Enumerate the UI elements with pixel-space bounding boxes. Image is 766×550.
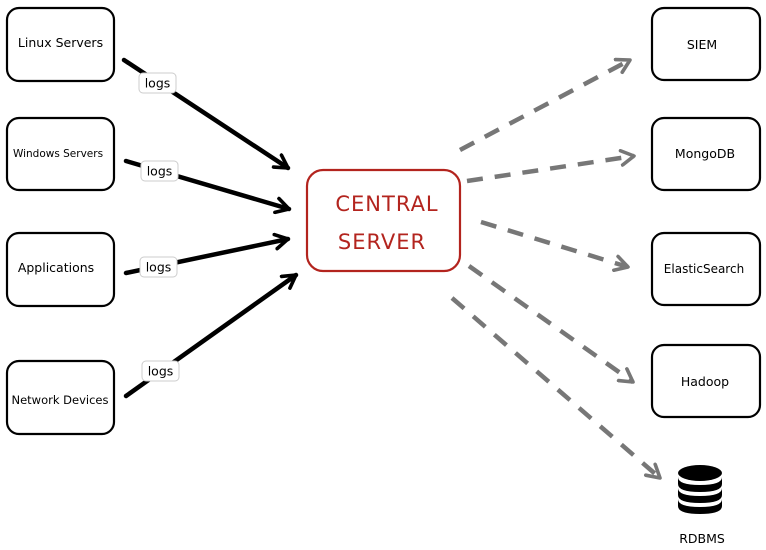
node-windows-servers: Windows Servers [5,116,116,192]
edge-tag-linux-text: logs [145,76,171,91]
edge-tag-windows-text: logs [147,164,173,179]
node-siem-label: SIEM [687,37,717,52]
node-siem: SIEM [650,6,762,82]
node-hadoop: Hadoop [650,343,762,419]
edge-tag-applications-text: logs [146,260,172,275]
edge-tag-network-text: logs [148,364,174,379]
database-icon [678,465,722,514]
edge-tag-linux: logs [138,72,177,94]
node-applications-label: Applications [18,260,94,275]
node-linux-servers-label: Linux Servers [18,35,103,50]
node-linux-servers: Linux Servers [5,6,116,83]
node-rdbms-label: RDBMS [679,531,725,546]
node-elasticsearch-label: ElasticSearch [664,262,744,276]
central-server: CENTRAL SERVER [305,168,462,273]
edge-central-to-hadoop [467,264,635,384]
node-hadoop-label: Hadoop [681,374,729,389]
edge-tag-applications: logs [139,256,178,278]
incoming-edges [121,57,299,399]
node-network-devices: Network Devices [5,359,116,436]
node-mongodb: MongoDB [650,116,762,192]
node-elasticsearch: ElasticSearch [650,231,762,307]
central-server-line1: CENTRAL [335,192,438,216]
node-mongodb-label: MongoDB [675,146,735,161]
edge-tag-windows: logs [140,160,179,182]
central-server-line2: SERVER [338,230,426,254]
edge-central-to-rdbms [450,296,662,480]
edge-central-to-elasticsearch [480,219,630,272]
edge-tag-network: logs [141,360,180,382]
node-windows-servers-label: Windows Servers [13,148,103,160]
node-applications: Applications [5,231,116,308]
outgoing-edges [450,57,662,480]
edge-central-to-mongodb [466,148,636,184]
edge-central-to-siem [458,57,632,152]
node-network-devices-label: Network Devices [12,393,109,407]
